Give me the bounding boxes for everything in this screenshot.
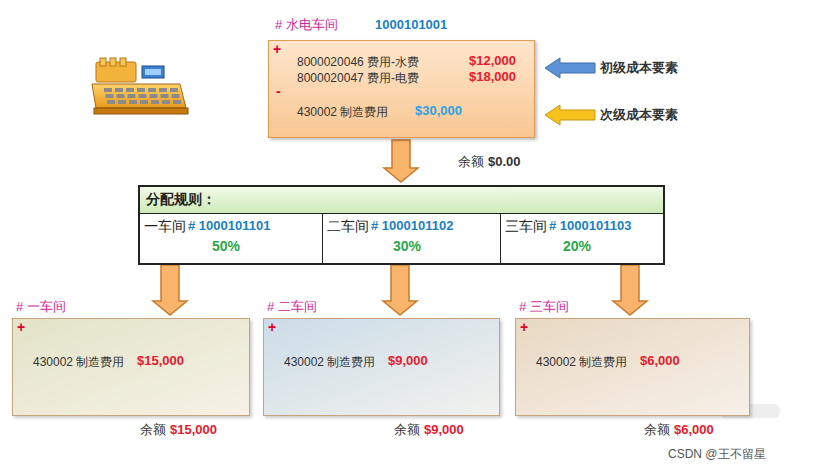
balance-label: 余额	[458, 154, 484, 170]
node-text: +	[273, 41, 281, 59]
node-text: -	[276, 83, 281, 101]
node-text: 20%	[563, 238, 591, 256]
balance-label: 余额	[644, 422, 670, 438]
register-key	[129, 100, 137, 104]
flow-arrow	[383, 265, 417, 315]
register-key	[107, 100, 115, 104]
node-text: $18,000	[469, 69, 516, 85]
secondary-cost-arrow	[545, 105, 595, 125]
node-text: # 1000101103	[549, 218, 631, 234]
register-key	[172, 94, 180, 98]
source-cost-center: # 水电车间1000101001+8000020046 费用-水费$12,000…	[268, 40, 535, 138]
register-key	[162, 100, 170, 104]
flow-arrow	[613, 265, 647, 315]
allocation-cell: 三车间# 1000101103 20%	[501, 213, 663, 263]
flow-arrow	[384, 140, 418, 182]
balance-amount: $9,000	[424, 422, 464, 438]
register-key	[159, 88, 167, 92]
cost-element-label: 初级成本要素	[600, 60, 678, 76]
node-text: $30,000	[415, 103, 462, 119]
node-text: 430002 制造费用	[33, 355, 124, 370]
node-heading: 1000101001	[375, 17, 447, 33]
node-text: +	[520, 319, 528, 337]
node-text: 一车间	[144, 218, 186, 236]
node-text: $15,000	[137, 353, 184, 369]
node-text: +	[268, 319, 276, 337]
balance-amount: $0.00	[488, 154, 521, 170]
register-key	[137, 88, 145, 92]
node-text: $9,000	[388, 353, 428, 369]
workshop-cost-center: # 二车间+430002 制造费用$9,000	[263, 318, 500, 416]
register-key	[150, 94, 158, 98]
register-key	[161, 94, 169, 98]
allocation-rule-table: 分配规则： 一车间# 1000101101 50% 二车间# 1000101102 30…	[138, 185, 665, 265]
node-heading: # 水电车间	[275, 17, 338, 33]
node-text: 430002 制造费用	[297, 105, 388, 120]
node-text: # 1000101101	[188, 218, 270, 234]
register-key	[115, 88, 123, 92]
node-heading: # 一车间	[16, 299, 66, 315]
node-text: $12,000	[469, 53, 516, 69]
register-key	[104, 88, 112, 92]
node-text: 430002 制造费用	[536, 355, 627, 370]
register-key	[173, 100, 181, 104]
node-text: 二车间	[327, 218, 369, 236]
register-key	[106, 94, 114, 98]
watermark: CSDN @王不留星	[668, 447, 766, 462]
node-text: 430002 制造费用	[284, 355, 375, 370]
node-text: 50%	[212, 238, 240, 256]
node-text: 8000020046 费用-水费	[297, 55, 419, 70]
register-key	[170, 88, 178, 92]
node-text: +	[17, 319, 25, 337]
node-heading: # 三车间	[519, 299, 569, 315]
register-key	[128, 94, 136, 98]
balance-label: 余额	[394, 422, 420, 438]
register-key	[139, 94, 147, 98]
node-text: 30%	[393, 238, 421, 256]
register-key	[126, 88, 134, 92]
workshop-cost-center: # 一车间+430002 制造费用$15,000	[12, 318, 250, 416]
node-heading: # 二车间	[267, 299, 317, 315]
node-text: $6,000	[640, 353, 680, 369]
balance-label: 余额	[140, 422, 166, 438]
allocation-cell: 一车间# 1000101101 50%	[140, 213, 323, 263]
register-key	[140, 100, 148, 104]
register-key	[151, 100, 159, 104]
primary-cost-arrow	[545, 58, 595, 78]
node-text: 8000020047 费用-电费	[297, 71, 419, 86]
node-text: 分配规则：	[146, 191, 216, 209]
balance-amount: $15,000	[170, 422, 217, 438]
node-text: # 1000101102	[371, 218, 453, 234]
flow-arrow	[153, 265, 187, 315]
balance-amount: $6,000	[674, 422, 714, 438]
node-text: 三车间	[505, 218, 547, 236]
register-key	[148, 88, 156, 92]
workshop-cost-center: # 三车间+430002 制造费用$6,000	[515, 318, 750, 416]
cost-element-label: 次级成本要素	[600, 107, 678, 123]
register-key	[117, 94, 125, 98]
allocation-cell: 二车间# 1000101102 30%	[323, 213, 501, 263]
register-key	[118, 100, 126, 104]
cash-register-icon	[92, 58, 188, 114]
